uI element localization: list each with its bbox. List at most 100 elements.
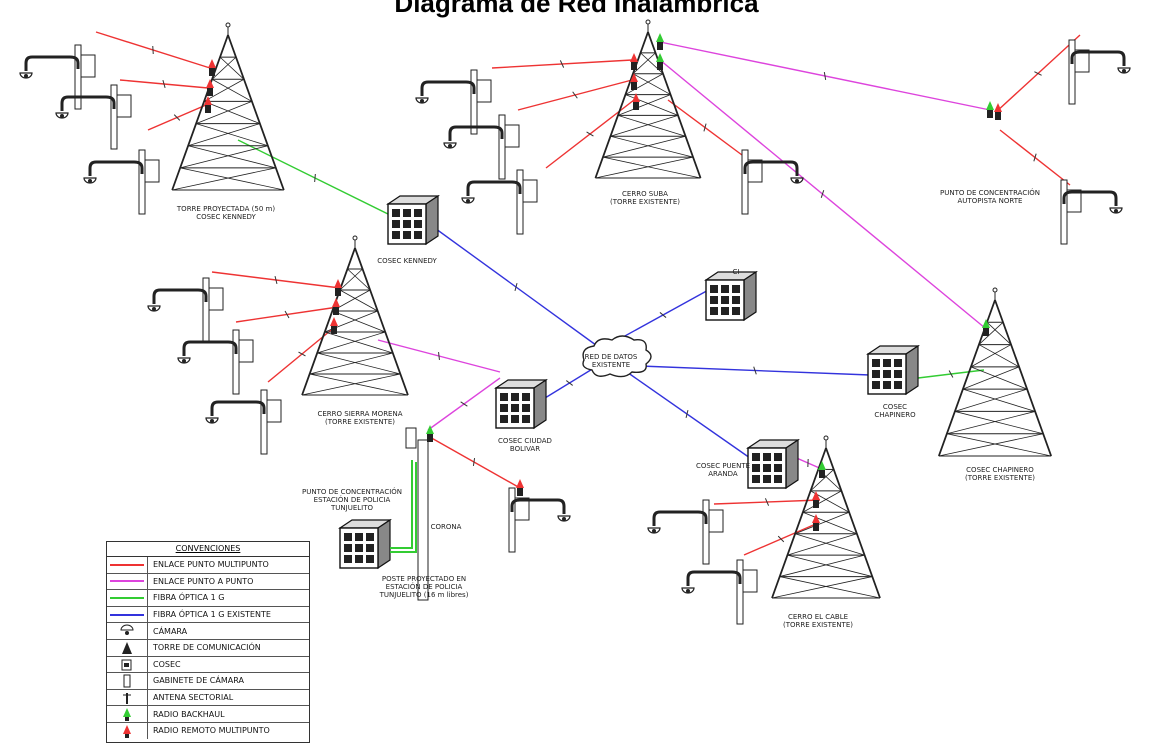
legend-row: TORRE DE COMUNICACIÓN	[107, 639, 309, 657]
camera-post-suba-2	[443, 114, 520, 180]
link-cable-cam1	[713, 498, 821, 506]
p2p-suba-chapinero	[659, 59, 986, 329]
legend-label: ANTENA SECTORIAL	[153, 693, 234, 703]
camera-post-kennedy-1	[19, 44, 96, 110]
radio-backhaul-1	[656, 53, 664, 70]
radio-backhaul-0	[656, 33, 664, 50]
link-sierra-cam1	[211, 271, 341, 289]
line-icon	[107, 590, 148, 606]
legend-row: ENLACE PUNTO A PUNTO	[107, 573, 309, 591]
radio-backhaul-5	[426, 425, 434, 442]
legend-row: FIBRA ÓPTICA 1 G	[107, 590, 309, 607]
camera-post-kennedy-2	[55, 84, 132, 150]
link-suba-cam4	[667, 99, 743, 156]
radio-remote-9	[330, 317, 338, 334]
radio-remote-1	[206, 79, 214, 96]
tower-suba	[594, 19, 702, 179]
legend-label: ENLACE PUNTO A PUNTO	[153, 576, 254, 586]
link-sierra-cam2	[235, 306, 339, 323]
radio-backhaul-icon	[107, 706, 148, 722]
label-chapinero-tower: COSEC CHAPINERO (TORRE EXISTENTE)	[965, 466, 1035, 482]
camera-icon	[107, 623, 148, 639]
cosec-tunjuelito	[338, 518, 392, 570]
line-icon	[107, 573, 148, 590]
tower-kennedy	[171, 22, 285, 191]
cosec-ciudad-bolivar	[494, 378, 548, 430]
radio-backhaul-3	[982, 319, 990, 336]
camera-post-cable-2	[681, 559, 758, 625]
label-suba-tower: CERRO SUBA (TORRE EXISTENTE)	[610, 190, 680, 206]
camera-post-sierra-3	[205, 389, 282, 455]
legend-row: ENLACE PUNTO MULTIPUNTO	[107, 557, 309, 574]
legend-label: CÁMARA	[153, 626, 188, 636]
camera-post-autopista-2	[1060, 179, 1123, 245]
cosec-kennedy	[386, 194, 440, 246]
legend-row: COSEC	[107, 656, 309, 674]
camera-post-suba-3	[461, 169, 538, 235]
legend-label: ENLACE PUNTO MULTIPUNTO	[153, 560, 269, 570]
fiber-chapinero-red	[639, 365, 871, 376]
sector-antenna-icon	[107, 689, 148, 706]
line-icon	[107, 557, 148, 573]
link-cable-cam2	[743, 522, 819, 556]
fiber-bolivar-red	[544, 367, 595, 399]
diagram-title: Diagrama de Red Inalámbrica	[394, 0, 759, 18]
fiber-kennedy-red	[431, 225, 601, 349]
legend-heading: CONVENCIONES	[107, 542, 309, 557]
p2p-tunjuelito-bolivar	[427, 377, 501, 431]
camera-post-cable-1	[647, 499, 724, 565]
legend-row: GABINETE DE CÁMARA	[107, 673, 309, 690]
link-autopista-cam2	[999, 129, 1071, 186]
label-autopista-point: PUNTO DE CONCENTRACIÓN AUTOPISTA NORTE	[939, 189, 1041, 205]
tower-cable	[771, 435, 881, 599]
link-suba-cam1	[491, 59, 633, 69]
label-red-datos: RED DE DATOS EXISTENTE	[584, 353, 638, 369]
label-corona: CORONA	[430, 523, 462, 531]
label-bolivar-cosec: COSEC CIUDAD BOLIVAR	[498, 437, 552, 453]
radio-backhaul-2	[986, 101, 994, 118]
label-aranda-cosec: COSEC PUENTE ARANDA	[695, 462, 751, 478]
tower-sierra-morena	[301, 235, 409, 396]
tunjuelito-pole	[390, 427, 429, 601]
radio-remote-2	[204, 96, 212, 113]
legend-label: FIBRA ÓPTICA 1 G EXISTENTE	[153, 610, 271, 620]
p2p-suba-autopista	[659, 41, 991, 111]
radio-remote-7	[334, 279, 342, 296]
legend-label: RADIO REMOTO MULTIPUNTO	[153, 726, 270, 736]
label-tunjuelito-pole: POSTE PROYECTADO EN ESTACIÓN DE POLICIA …	[379, 575, 469, 599]
legend: CONVENCIONES ENLACE PUNTO MULTIPUNTO ENLA…	[106, 541, 310, 743]
radio-remote-4	[630, 73, 638, 90]
p2p-sierra-bolivar	[377, 339, 501, 373]
cosec-icon	[107, 656, 148, 673]
camera-post-suba-4	[741, 149, 804, 215]
fiber-ci-red	[613, 287, 713, 343]
legend-row: ANTENA SECTORIAL	[107, 689, 309, 707]
camera-post-sierra-2	[177, 329, 254, 395]
legend-label: FIBRA ÓPTICA 1 G	[153, 593, 225, 603]
radio-remote-5	[632, 93, 640, 110]
radio-remote-10	[812, 491, 820, 508]
tower-chapinero	[937, 287, 1053, 457]
radio-remote-6	[994, 103, 1002, 120]
cosec-ci	[704, 270, 758, 322]
label-sierra-tower: CERRO SIERRA MORENA (TORRE EXISTENTE)	[317, 410, 403, 426]
radio-remote-12	[516, 479, 524, 496]
link-tunjuelito-cam	[427, 435, 521, 489]
radio-remote-8	[332, 298, 340, 315]
radio-remote-11	[812, 514, 820, 531]
label-ci: CI	[732, 268, 740, 276]
fiber-kennedy-tower-cosec	[237, 139, 393, 217]
camera-post-tunjuelito	[508, 487, 571, 553]
fiber-chapinero-cosec-tower	[917, 369, 985, 379]
link-kennedy-cam1	[95, 31, 211, 69]
radio-remote-icon	[107, 722, 148, 739]
link-kennedy-cam3	[147, 104, 207, 131]
cosec-chapinero	[866, 344, 920, 396]
label-kennedy-tower: TORRE PROYECTADA (50 m) COSEC KENNEDY	[176, 205, 276, 221]
link-sierra-cam3	[267, 325, 337, 383]
camera-post-autopista-1	[1068, 39, 1131, 105]
red-datos-cloud	[582, 335, 652, 378]
camera-post-kennedy-3	[83, 149, 160, 215]
camera-post-sierra-1	[147, 277, 224, 343]
legend-row: RADIO BACKHAUL	[107, 706, 309, 723]
